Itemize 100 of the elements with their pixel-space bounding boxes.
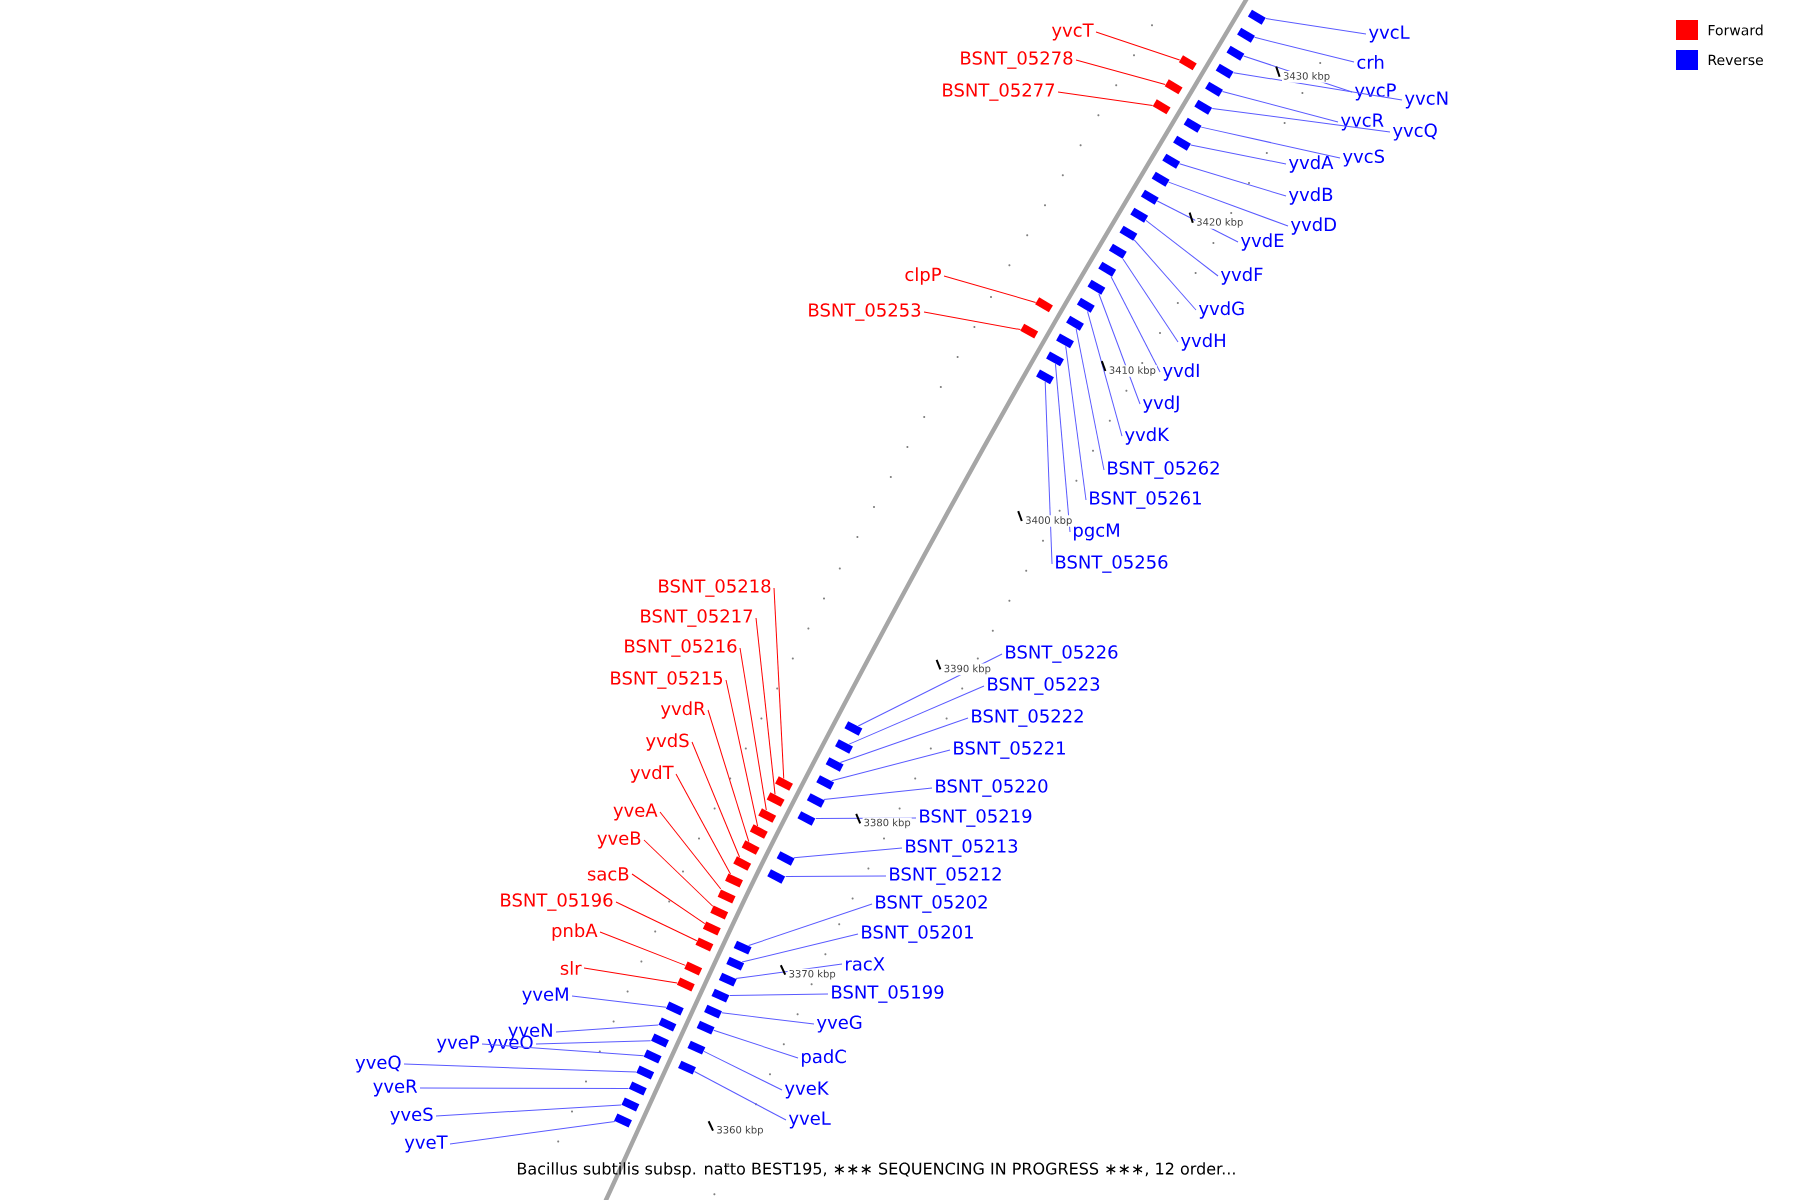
- gene-label: yvdD: [1290, 217, 1336, 235]
- gene-block: [825, 757, 844, 772]
- gene-label: yvcT: [1051, 23, 1094, 41]
- gene-block: [710, 905, 729, 920]
- gene-label: BSNT_05216: [625, 639, 737, 657]
- leader-line: [748, 903, 873, 947]
- leader-line: [675, 773, 731, 875]
- leader-line: [729, 993, 829, 996]
- gene-label: yvdT: [630, 765, 674, 783]
- gene-label: BSNT_05202: [876, 895, 987, 913]
- gene-label: BSNT_05261: [1090, 491, 1201, 509]
- gene-block: [651, 1033, 669, 1048]
- gene-block: [733, 856, 752, 871]
- leader-line: [449, 1121, 616, 1145]
- gene-label: yveB: [597, 831, 641, 849]
- gene-block: [1140, 189, 1159, 205]
- gene-block: [767, 869, 786, 884]
- gene-block: [696, 1020, 715, 1035]
- leader-line: [793, 847, 903, 859]
- leader-line: [741, 933, 859, 963]
- gene-label: slr: [560, 961, 582, 975]
- leader-line: [1057, 91, 1154, 106]
- gene-label: yveK: [784, 1081, 829, 1099]
- leader-line: [725, 679, 759, 827]
- leader-line: [1133, 239, 1197, 311]
- gene-block: [717, 889, 736, 904]
- leader-line: [1254, 36, 1355, 63]
- gene-block: [844, 721, 863, 736]
- leader-line: [1233, 72, 1403, 101]
- leader-line: [659, 811, 722, 890]
- leader-line: [1110, 276, 1161, 373]
- leader-line: [1095, 31, 1181, 61]
- gene-label: yvcL: [1368, 25, 1410, 43]
- gene-block: [684, 961, 703, 976]
- gene-block: [678, 1060, 696, 1075]
- gene-block: [797, 811, 816, 826]
- gene-block: [1098, 261, 1117, 277]
- leader-line: [693, 1071, 787, 1121]
- gene-block: [1151, 171, 1170, 187]
- leader-line: [823, 787, 933, 801]
- gene-block: [1178, 55, 1197, 71]
- gene-label: padC: [802, 1049, 846, 1067]
- leader-line: [1179, 163, 1287, 197]
- caption: Bacillus subtilis subsp. natto BEST195, ∗∗∗ SEQUENCING IN PROGRESS ∗∗∗, 12 order...: [517, 1162, 1235, 1178]
- gene-label: BSNT_05212: [890, 867, 1001, 885]
- gene-label: crh: [1357, 55, 1384, 69]
- gene-block: [643, 1049, 662, 1064]
- leader-line: [1087, 310, 1123, 437]
- gene-label: BSNT_05278: [961, 51, 1073, 69]
- gene-block: [806, 793, 825, 808]
- gene-label: yvcS: [1342, 149, 1385, 167]
- gene-block: [687, 1040, 706, 1055]
- gene-label: BSNT_05262: [1108, 461, 1219, 479]
- leader-line: [739, 647, 767, 811]
- leader-line: [943, 275, 1037, 303]
- gene-label: BSNT_05221: [954, 741, 1065, 759]
- gene-label: BSNT_05217: [641, 609, 753, 627]
- gene-label: clpP: [905, 267, 941, 285]
- leader-line: [1044, 381, 1053, 565]
- gene-label: BSNT_05219: [920, 809, 1032, 827]
- gene-block: [658, 1017, 677, 1032]
- gene-label: yvdI: [1162, 363, 1199, 381]
- leader-line: [713, 1029, 799, 1059]
- gene-block: [1247, 9, 1266, 25]
- gene-label: yvcP: [1354, 83, 1396, 101]
- leader-line: [707, 709, 750, 843]
- leader-line: [1122, 258, 1179, 343]
- gene-label: BSNT_05222: [972, 709, 1083, 727]
- gene-label: yveP: [436, 1035, 479, 1053]
- leader-line: [571, 995, 667, 1008]
- gene-label: racX: [846, 957, 885, 971]
- gene-block: [726, 956, 745, 971]
- gene-block: [1237, 27, 1255, 43]
- gene-block: [1130, 207, 1149, 223]
- gene-block: [1046, 351, 1064, 367]
- leader-line: [1098, 293, 1141, 405]
- gene-block: [749, 824, 768, 839]
- gene-label: yvdK: [1124, 427, 1170, 445]
- leader-line: [1075, 328, 1105, 471]
- leader-line: [599, 931, 686, 966]
- leader-line: [481, 1043, 645, 1057]
- gene-label: yvcR: [1340, 113, 1384, 131]
- gene-block: [1162, 153, 1181, 169]
- gene-label: BSNT_05220: [936, 779, 1048, 797]
- gene-label: yvdE: [1240, 233, 1284, 251]
- gene-label: BSNT_05226: [1006, 645, 1118, 663]
- gene-block: [725, 873, 743, 888]
- gene-label: pgcM: [1074, 523, 1119, 541]
- gene-label: yvdJ: [1142, 395, 1179, 413]
- gene-block: [1164, 79, 1183, 95]
- gene-block: [1076, 297, 1095, 313]
- leader-line: [1190, 144, 1287, 165]
- gene-block: [1035, 297, 1053, 313]
- leader-line: [403, 1063, 637, 1073]
- leader-line: [691, 741, 741, 858]
- gene-block: [1056, 333, 1074, 349]
- leader-line: [839, 717, 969, 763]
- gene-block: [758, 808, 777, 823]
- gene-block: [1119, 225, 1138, 241]
- gene-block: [1226, 45, 1245, 61]
